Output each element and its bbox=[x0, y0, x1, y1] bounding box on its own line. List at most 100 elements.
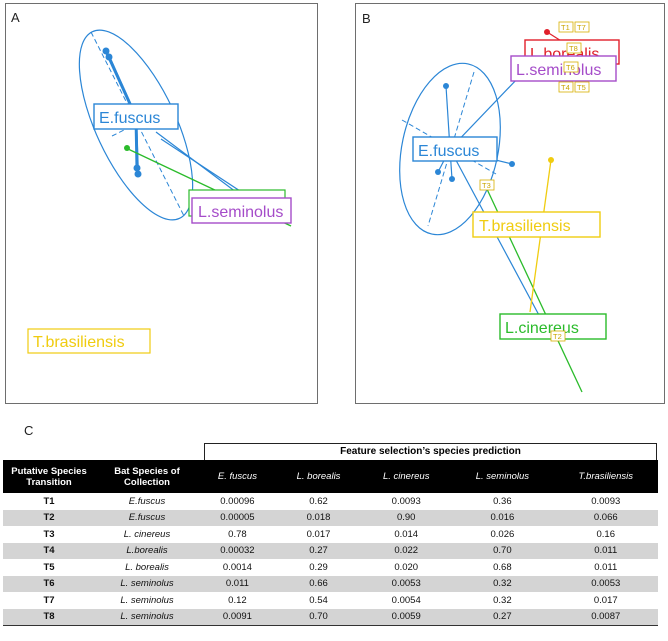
efuscus-label: E.fuscus bbox=[99, 110, 160, 127]
table-cell: 0.32 bbox=[493, 594, 512, 606]
transition-tag: T7 bbox=[574, 21, 590, 33]
table-cell: 0.0053 bbox=[553, 575, 658, 592]
tbrasiliensis-box bbox=[27, 328, 151, 354]
efuscus-point bbox=[509, 161, 515, 167]
table-row: T5 L. borealis 0.0014 0.29 0.020 0.68 0.… bbox=[3, 559, 658, 576]
svg-text:T5: T5 bbox=[577, 83, 586, 92]
ellipse-axis-major bbox=[90, 31, 185, 217]
table-cell: 0.0091 bbox=[199, 608, 276, 626]
table-cell: 0.018 bbox=[275, 509, 362, 526]
table-row: T1 E.fuscus 0.00096 0.62 0.0093 0.36 0.0… bbox=[3, 493, 658, 510]
table-cell: 0.36 bbox=[493, 495, 512, 507]
table-cell: 0.29 bbox=[309, 561, 328, 573]
panel-a: A L.seminolus E.fuscus T.brasiliensis bbox=[5, 3, 318, 404]
table-cell: 0.00032 bbox=[199, 542, 276, 559]
efuscus-point bbox=[133, 164, 141, 172]
table-cell: 0.54 bbox=[309, 594, 328, 606]
table-cell: 0.017 bbox=[306, 528, 331, 540]
panel-b: B L.borealis L.seminolus E.fuscus T. bbox=[355, 3, 665, 404]
table-cell: 0.68 bbox=[493, 561, 512, 573]
efuscus-point bbox=[105, 53, 113, 61]
svg-text:T8: T8 bbox=[569, 44, 578, 53]
table-cell: 0.0014 bbox=[222, 561, 252, 573]
table-cell: 0.011 bbox=[199, 575, 276, 592]
transition-tag: T5 bbox=[574, 81, 590, 93]
table-header-row: Putative Species Transition Bat Species … bbox=[3, 460, 658, 493]
table-cell: 0.62 bbox=[309, 495, 328, 507]
table-cell: T1 bbox=[43, 495, 55, 507]
table-cell: E.fuscus bbox=[128, 495, 166, 507]
table-cell: 0.026 bbox=[490, 528, 515, 540]
table-cell: E.fuscus bbox=[95, 509, 199, 526]
table-cell: 0.0087 bbox=[553, 608, 658, 626]
transition-tag: T1 bbox=[558, 21, 574, 33]
table-cell: 0.27 bbox=[275, 542, 362, 559]
table-cell: 0.00005 bbox=[199, 509, 276, 526]
table-cell: 0.066 bbox=[553, 509, 658, 526]
table-cell: 0.27 bbox=[451, 608, 554, 626]
lborealis-point bbox=[544, 29, 550, 35]
efuscus-point bbox=[435, 169, 441, 175]
efuscus-box bbox=[93, 103, 179, 130]
group-header: Feature selection’s species prediction bbox=[204, 443, 657, 460]
table-cell: 0.78 bbox=[228, 528, 247, 540]
efuscus-box bbox=[412, 136, 498, 162]
lseminolus-label: L.seminolus bbox=[516, 62, 601, 79]
table-cell: 0.017 bbox=[593, 594, 618, 606]
table-cell: L. seminolus bbox=[95, 575, 199, 592]
table-cell: 0.70 bbox=[275, 608, 362, 626]
table-cell: 0.00096 bbox=[220, 495, 255, 507]
table-cell: 0.0053 bbox=[361, 575, 452, 592]
efuscus-to-cinereus-line bbox=[449, 148, 549, 333]
efuscus-point bbox=[449, 176, 455, 182]
panel-a-label: A bbox=[11, 10, 20, 25]
lseminolus-box bbox=[510, 55, 617, 82]
panel-c-label: C bbox=[24, 423, 34, 438]
col-header: L. cinereus bbox=[361, 460, 452, 493]
table-cell: 0.0059 bbox=[361, 608, 452, 626]
table-cell: 0.0093 bbox=[591, 495, 621, 507]
table-row: T7 L. seminolus 0.12 0.54 0.0054 0.32 0.… bbox=[3, 592, 658, 609]
col-header: Putative Species Transition bbox=[3, 460, 95, 493]
table-cell: 0.16 bbox=[596, 528, 616, 540]
table-cell: 0.016 bbox=[451, 509, 554, 526]
table-cell: 0.011 bbox=[553, 542, 658, 559]
transition-tag: T4 bbox=[558, 81, 574, 93]
tbrasiliensis-point bbox=[548, 157, 554, 163]
panel-a-plot: L.seminolus E.fuscus T.brasiliensis bbox=[27, 29, 292, 354]
table-cell: 0.0093 bbox=[391, 495, 421, 507]
table-row: T4 L.borealis 0.00032 0.27 0.022 0.70 0.… bbox=[3, 542, 658, 559]
table-row: T3 L. cinereus 0.78 0.017 0.014 0.026 0.… bbox=[3, 526, 658, 543]
cinereus-point bbox=[124, 145, 130, 151]
tbrasiliensis-label: T.brasiliensis bbox=[33, 334, 125, 351]
table-cell: T8 bbox=[3, 608, 95, 626]
table-cell: 0.0054 bbox=[391, 594, 421, 606]
panel-b-plot: L.borealis L.seminolus E.fuscus T.brasil… bbox=[399, 21, 620, 393]
transition-tag: T2 bbox=[550, 330, 566, 342]
table-cell: 0.022 bbox=[361, 542, 452, 559]
col-header: L. seminolus bbox=[451, 460, 554, 493]
table-cell: T3 bbox=[43, 528, 55, 540]
svg-text:T7: T7 bbox=[577, 23, 586, 32]
table-cell: L. borealis bbox=[125, 561, 169, 573]
table-cell: 0.020 bbox=[394, 561, 419, 573]
table-cell: 0.011 bbox=[594, 561, 618, 573]
tbrasiliensis-box bbox=[472, 211, 601, 238]
table-cell: 0.32 bbox=[451, 575, 554, 592]
efuscus-point bbox=[134, 170, 142, 178]
lseminolus-label: L.seminolus bbox=[198, 204, 283, 221]
col-header: L. borealis bbox=[275, 460, 362, 493]
transition-tag: T8 bbox=[566, 42, 582, 54]
ellipse-axis-minor bbox=[401, 119, 497, 175]
panel-b-label: B bbox=[362, 11, 371, 26]
table-cell: 0.90 bbox=[361, 509, 452, 526]
svg-text:T2: T2 bbox=[553, 332, 562, 341]
table-cell: T5 bbox=[43, 561, 55, 573]
col-header: E. fuscus bbox=[199, 460, 276, 493]
table-cell: 0.014 bbox=[394, 528, 419, 540]
table-cell: T7 bbox=[43, 594, 55, 606]
table-cell: L.borealis bbox=[95, 542, 199, 559]
table-cell: L. seminolus bbox=[95, 608, 199, 626]
table-cell: 0.12 bbox=[228, 594, 247, 606]
table-cell: T6 bbox=[3, 575, 95, 592]
